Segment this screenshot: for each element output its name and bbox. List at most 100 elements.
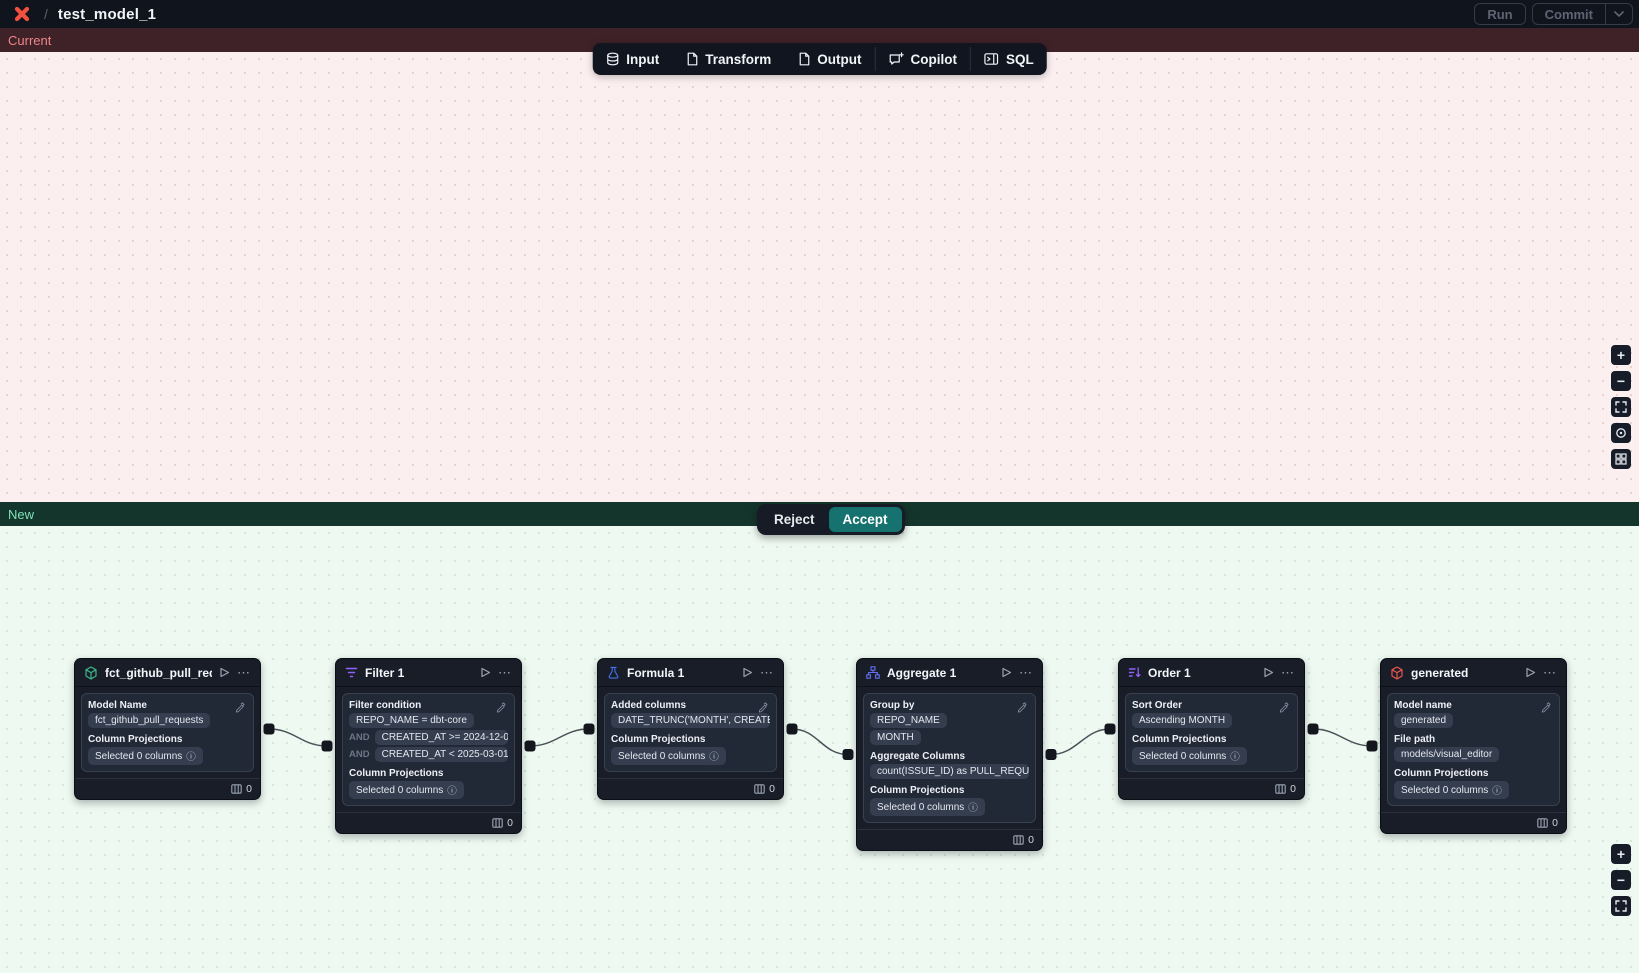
plus-icon: +: [1616, 347, 1626, 363]
target-connection-handle[interactable]: [842, 749, 854, 760]
node-title: fct_github_pull_requests: [105, 665, 212, 680]
toolbar-item-input[interactable]: Input: [592, 43, 672, 75]
config-pill[interactable]: count(ISSUE_ID) as PULL_REQUEST_…: [870, 764, 1029, 779]
and-label: AND: [349, 749, 370, 760]
node-config-panel: Model Name fct_github_pull_requests Colu…: [81, 693, 254, 772]
config-pill[interactable]: MONTH: [870, 730, 921, 745]
commit-dropdown-button[interactable]: [1605, 4, 1632, 24]
config-pill[interactable]: Ascending MONTH: [1132, 713, 1233, 728]
edit-icon[interactable]: [758, 700, 769, 718]
zoom-out-button[interactable]: −: [1611, 870, 1631, 890]
accept-button[interactable]: Accept: [828, 507, 902, 532]
toolbar-item-transform[interactable]: Transform: [672, 43, 784, 75]
node-config-panel: Added columns DATE_TRUNC('MONTH', CREATE…: [604, 693, 777, 772]
canvas-new[interactable]: fct_github_pull_requests ⋯ Model Name fc…: [0, 526, 1639, 973]
play-node-button[interactable]: [1001, 667, 1012, 678]
fit-view-button[interactable]: [1611, 397, 1631, 417]
grid-layout-button[interactable]: [1611, 449, 1631, 469]
edit-icon[interactable]: [235, 700, 246, 718]
target-connection-handle[interactable]: [1104, 723, 1116, 735]
edit-icon[interactable]: [496, 700, 507, 718]
play-node-button[interactable]: [480, 667, 491, 678]
app-logo-icon[interactable]: [12, 4, 32, 24]
source-connection-handle[interactable]: [1045, 749, 1057, 760]
run-button[interactable]: Run: [1474, 3, 1526, 25]
target-connection-handle[interactable]: [583, 723, 595, 735]
config-pill[interactable]: generated: [1394, 713, 1454, 728]
source-connection-handle[interactable]: [786, 723, 798, 735]
config-pill[interactable]: DATE_TRUNC('MONTH', CREATED_AT…: [611, 713, 770, 728]
node-menu-button[interactable]: ⋯: [760, 664, 774, 680]
play-node-button[interactable]: [742, 667, 753, 678]
toolbar-item-output[interactable]: Output: [784, 43, 874, 75]
edit-icon[interactable]: [1541, 700, 1552, 718]
play-node-button[interactable]: [219, 667, 230, 678]
node-aggregate-1[interactable]: Aggregate 1 ⋯ Group by REPO_NAME MONTH A…: [856, 658, 1043, 851]
fit-view-icon: [1615, 900, 1627, 912]
edge: [268, 728, 328, 747]
config-pill[interactable]: CREATED_AT >= 2024-12-01: [374, 730, 508, 745]
section-label: Group by: [870, 700, 915, 711]
fit-view-button[interactable]: [1611, 896, 1631, 916]
info-icon[interactable]: ⓘ: [447, 786, 457, 797]
node-footer: 0: [857, 829, 1042, 850]
target-connection-handle[interactable]: [1366, 740, 1378, 752]
node-filter-1[interactable]: Filter 1 ⋯ Filter condition REPO_NAME = …: [335, 658, 522, 834]
toolbar-item-label: Output: [817, 51, 862, 67]
zoom-in-button[interactable]: +: [1611, 844, 1631, 864]
node-order-1[interactable]: Order 1 ⋯ Sort Order Ascending MONTH Col…: [1118, 658, 1305, 800]
config-pill[interactable]: models/visual_editor: [1394, 747, 1500, 762]
locate-button[interactable]: [1611, 423, 1631, 443]
toolbar-item-copilot[interactable]: Copilot: [876, 43, 971, 75]
play-icon: [1002, 667, 1012, 678]
play-node-button[interactable]: [1525, 667, 1536, 678]
info-icon[interactable]: ⓘ: [709, 752, 719, 763]
toolbar-item-sql[interactable]: SQL: [971, 43, 1047, 75]
source-connection-handle[interactable]: [1307, 723, 1319, 735]
node-formula-1[interactable]: Formula 1 ⋯ Added columns DATE_TRUNC('MO…: [597, 658, 784, 800]
config-pill[interactable]: CREATED_AT < 2025-03-01: [374, 747, 508, 762]
play-node-button[interactable]: [1263, 667, 1274, 678]
section-label: Sort Order: [1132, 700, 1183, 711]
zoom-out-button[interactable]: −: [1611, 371, 1631, 391]
config-pill[interactable]: fct_github_pull_requests: [88, 713, 211, 728]
canvas-current[interactable]: + −: [0, 52, 1639, 502]
config-pill[interactable]: REPO_NAME = dbt-core: [349, 713, 474, 728]
node-menu-button[interactable]: ⋯: [498, 664, 512, 680]
aggregate-sitemap-icon: [866, 666, 880, 679]
target-connection-handle[interactable]: [321, 740, 333, 752]
node-config-panel: Model name generated File path models/vi…: [1387, 693, 1560, 806]
info-icon[interactable]: ⓘ: [1492, 786, 1502, 797]
pill-text: Selected 0 columns: [95, 750, 183, 762]
edit-icon[interactable]: [1279, 700, 1290, 718]
source-connection-handle[interactable]: [524, 740, 536, 752]
node-menu-button[interactable]: ⋯: [237, 664, 251, 680]
config-pill[interactable]: REPO_NAME: [870, 713, 947, 728]
node-menu-button[interactable]: ⋯: [1543, 664, 1557, 680]
zoom-in-button[interactable]: +: [1611, 345, 1631, 365]
info-icon[interactable]: ⓘ: [1230, 752, 1240, 763]
commit-split-button[interactable]: Commit: [1531, 3, 1633, 25]
toolbar-item-label: Transform: [705, 51, 772, 67]
info-icon[interactable]: ⓘ: [186, 752, 196, 763]
source-connection-handle[interactable]: [263, 723, 275, 735]
edit-icon[interactable]: [1017, 700, 1028, 718]
node-config-panel: Sort Order Ascending MONTH Column Projec…: [1125, 693, 1298, 772]
reject-button[interactable]: Reject: [774, 512, 815, 527]
info-icon[interactable]: ⓘ: [968, 803, 978, 814]
node-menu-button[interactable]: ⋯: [1281, 664, 1295, 680]
node-menu-button[interactable]: ⋯: [1019, 664, 1033, 680]
node-generated[interactable]: generated ⋯ Model name generated File pa…: [1380, 658, 1567, 834]
edge: [1050, 728, 1111, 756]
commit-button-label: Commit: [1544, 6, 1593, 22]
node-fct-github-pull-requests[interactable]: fct_github_pull_requests ⋯ Model Name fc…: [74, 658, 261, 800]
section-label: Added columns: [611, 700, 687, 711]
locate-icon: [1616, 428, 1626, 438]
filter-icon: [345, 666, 358, 679]
